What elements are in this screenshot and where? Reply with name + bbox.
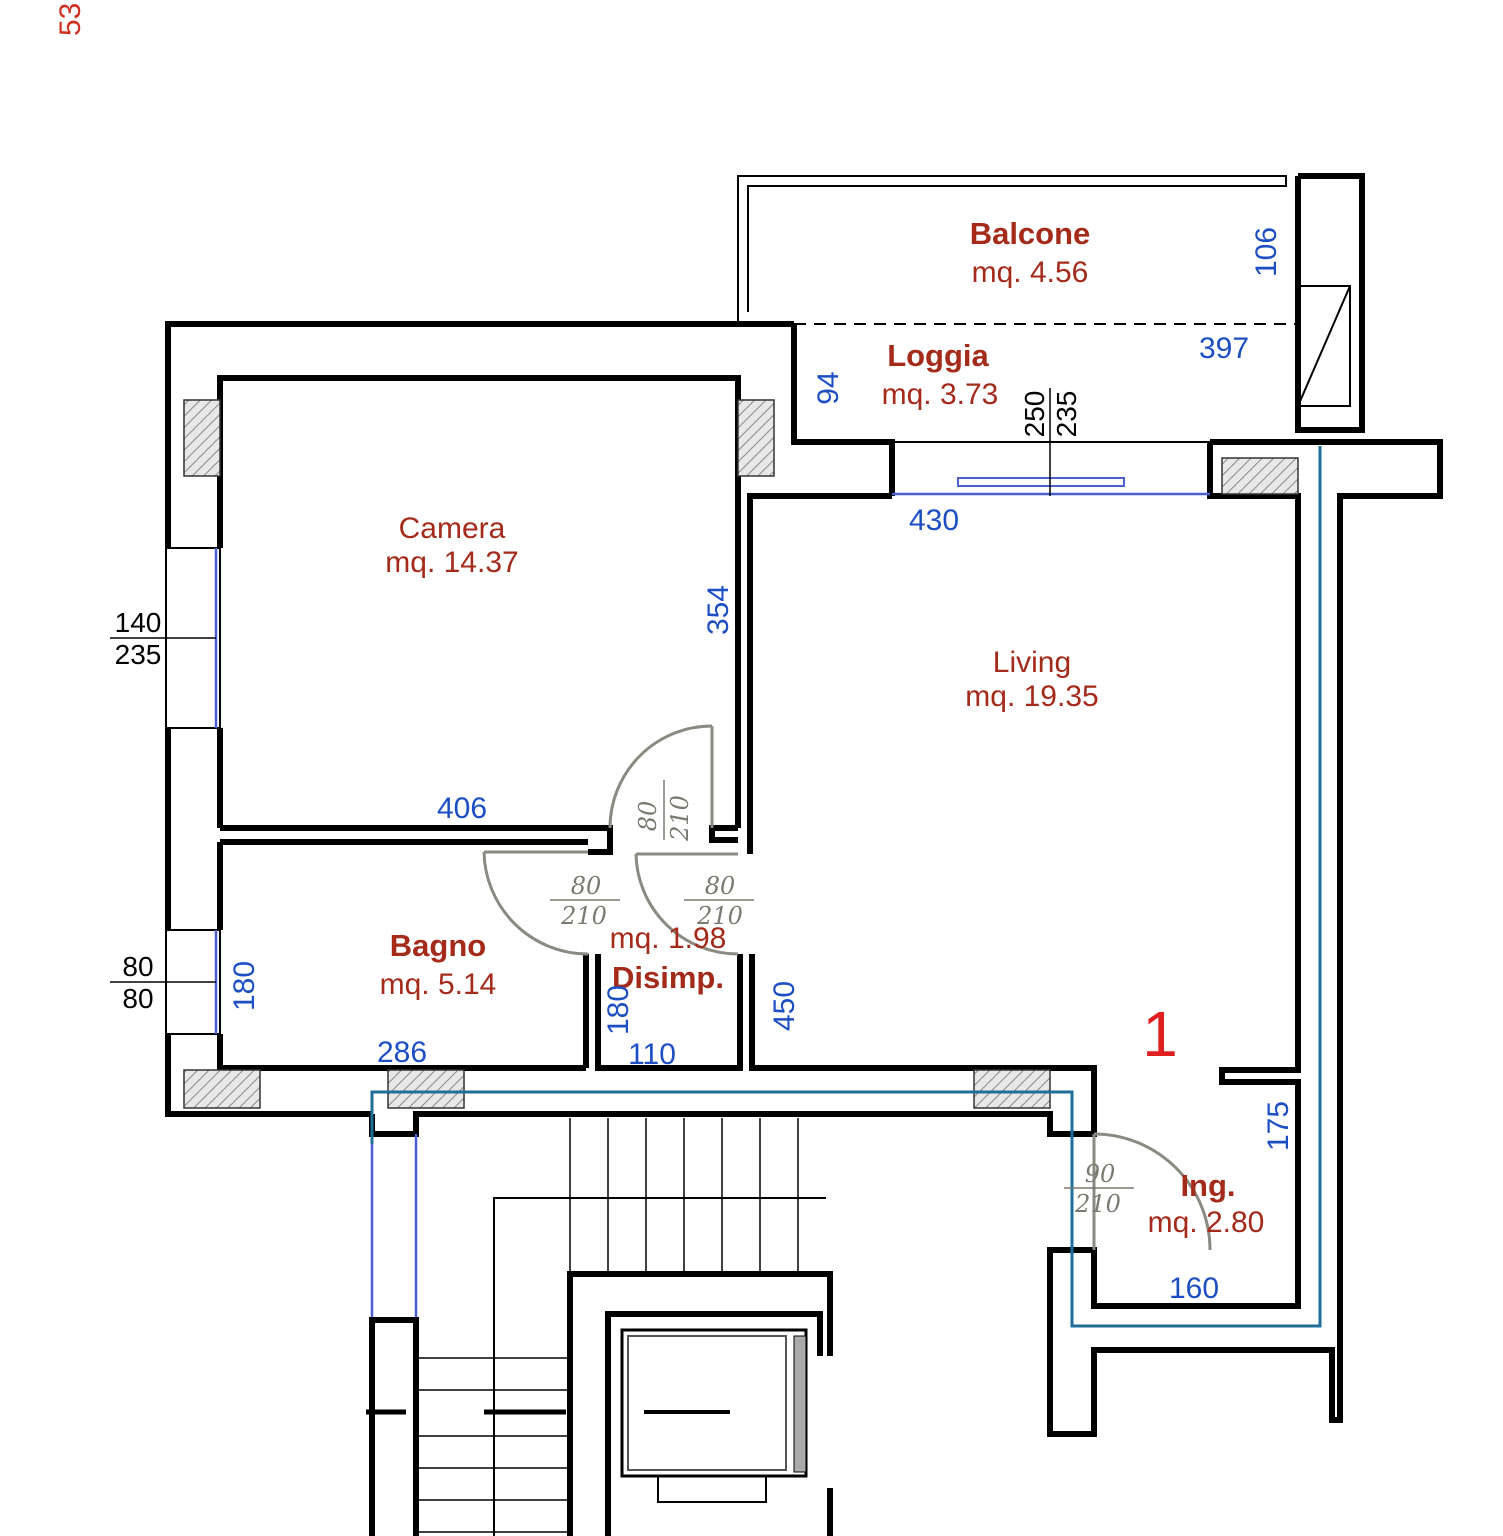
dim-loggia-width: 397 bbox=[1199, 332, 1249, 365]
dim-bagno-width: 286 bbox=[377, 1036, 427, 1069]
room-name-balcone: Balcone bbox=[970, 216, 1091, 251]
room-area-ingresso: mq. 2.80 bbox=[1148, 1206, 1265, 1239]
dim-ingresso-width: 160 bbox=[1169, 1272, 1219, 1305]
dim-camera-height: 354 bbox=[702, 585, 735, 635]
svg-text:80: 80 bbox=[122, 983, 153, 1014]
entry-door-spec: 90 210 bbox=[1064, 1160, 1134, 1218]
dim-living-height: 450 bbox=[768, 981, 801, 1031]
svg-text:235: 235 bbox=[1051, 391, 1082, 438]
svg-text:210: 210 bbox=[666, 795, 694, 842]
dim-disimp-width: 110 bbox=[628, 1038, 676, 1071]
balcony-side-wall bbox=[1295, 173, 1365, 433]
svg-text:90: 90 bbox=[1085, 1160, 1116, 1188]
bagno-door-spec: 80 210 bbox=[550, 872, 620, 930]
dim-bagno-height: 180 bbox=[228, 961, 261, 1011]
lift bbox=[605, 1311, 823, 1536]
svg-text:80: 80 bbox=[571, 872, 602, 900]
living-door-spec: 80 210 bbox=[684, 872, 754, 930]
dim-balcone-depth: 106 bbox=[1250, 227, 1283, 277]
camera-door-spec: 80 210 bbox=[634, 780, 694, 842]
svg-text:210: 210 bbox=[560, 902, 607, 930]
svg-text:235: 235 bbox=[115, 639, 162, 670]
unit-boundary bbox=[370, 446, 1322, 1328]
doors bbox=[482, 724, 1212, 1251]
svg-text:80: 80 bbox=[122, 951, 153, 982]
balcony-railing bbox=[737, 175, 1298, 325]
room-area-loggia: mq. 3.73 bbox=[882, 378, 999, 411]
room-name-ingresso: Ing. bbox=[1180, 1168, 1235, 1203]
room-name-camera: Camera bbox=[399, 512, 506, 545]
dim-ingresso-height: 175 bbox=[1262, 1101, 1295, 1151]
room-name-living: Living bbox=[993, 646, 1071, 679]
svg-text:250: 250 bbox=[1019, 391, 1050, 438]
corner-label: 53 bbox=[54, 3, 87, 36]
pillars bbox=[183, 399, 1299, 1109]
room-name-bagno: Bagno bbox=[390, 928, 486, 963]
camera-window-spec: 140 235 bbox=[110, 607, 216, 670]
room-area-camera: mq. 14.37 bbox=[385, 546, 518, 579]
staircase bbox=[366, 1118, 833, 1536]
svg-text:210: 210 bbox=[696, 902, 743, 930]
bagno-window-spec: 80 80 bbox=[110, 951, 216, 1014]
room-area-balcone: mq. 4.56 bbox=[972, 256, 1089, 289]
unit-number: 1 bbox=[1142, 998, 1178, 1070]
dim-camera-width: 406 bbox=[437, 792, 487, 825]
svg-text:80: 80 bbox=[634, 801, 662, 832]
room-name-disimp: Disimp. bbox=[612, 960, 724, 995]
dim-loggia-depth: 94 bbox=[812, 371, 845, 404]
svg-text:80: 80 bbox=[705, 872, 736, 900]
room-area-living: mq. 19.35 bbox=[965, 680, 1098, 713]
svg-text:210: 210 bbox=[1074, 1190, 1121, 1218]
dim-living-window: 430 bbox=[909, 504, 959, 537]
svg-text:140: 140 bbox=[115, 607, 162, 638]
living-window-spec: 250 235 bbox=[1019, 391, 1082, 438]
room-area-bagno: mq. 5.14 bbox=[380, 968, 497, 1001]
dim-disimp-height: 180 bbox=[602, 985, 635, 1035]
room-area-disimp: mq. 1.98 bbox=[610, 922, 727, 955]
room-name-loggia: Loggia bbox=[887, 338, 989, 373]
